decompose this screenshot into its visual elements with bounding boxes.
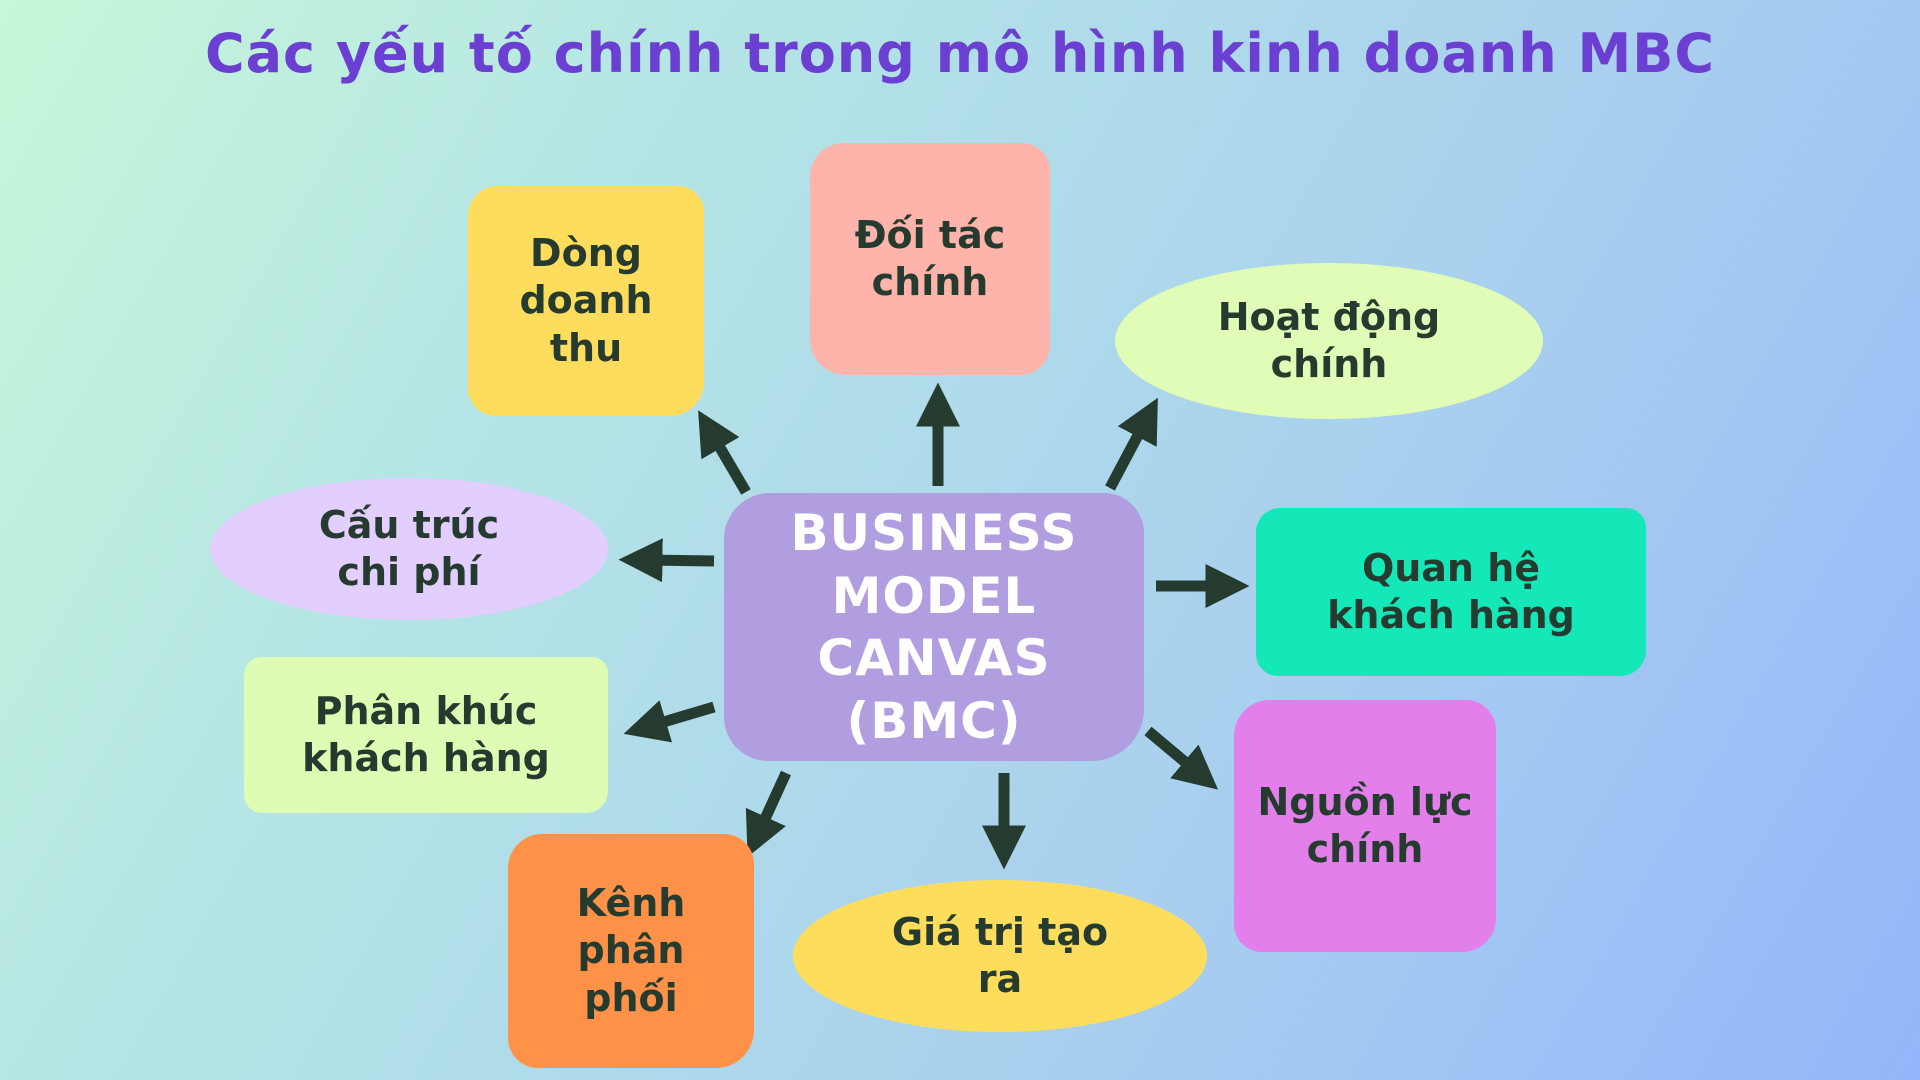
diagram-title: Các yếu tố chính trong mô hình kinh doan… (204, 22, 1716, 85)
center-line-2: MODEL CANVAS (817, 566, 1051, 688)
node-label-line: phối (584, 975, 678, 1020)
node-label-line: Quan hệ (1361, 545, 1541, 590)
center-line-1: BUSINESS (790, 504, 1078, 562)
node-label-line: chính (1270, 342, 1388, 386)
arrow-to-key-activities (1105, 397, 1158, 491)
arrow-to-cost-structure (618, 538, 715, 583)
center-line-3: (BMC) (846, 691, 1022, 750)
arrow-to-customer-segments (623, 700, 716, 743)
node-label-line: Dòng (530, 230, 642, 275)
node-label-line: khách hàng (1327, 593, 1575, 637)
node-label-line: Kênh phân (576, 880, 686, 973)
node-label-line: chính (871, 260, 989, 304)
node-label-line: Đối tác (854, 212, 1006, 257)
arrow-to-channels (745, 770, 792, 858)
node-label-line: Giá trị tạo (891, 909, 1109, 954)
bmc-center-box: BUSINESS MODEL CANVAS (BMC) (724, 493, 1144, 761)
node-label-line: Nguồn lực (1257, 779, 1473, 824)
node-label-line: Phân khúc (314, 688, 538, 733)
node-label-line: chi phí (337, 550, 481, 594)
node-label-line: doanh thu (519, 278, 653, 370)
node-label-line: Cấu trúc (318, 502, 500, 547)
node-label-line: khách hàng (302, 736, 550, 780)
node-label-line: Hoạt động (1217, 294, 1441, 339)
arrow-to-key-resources (1144, 726, 1219, 790)
arrow-to-revenue-streams (698, 410, 751, 495)
node-label-line: chính (1306, 827, 1424, 871)
node-label-line: ra (977, 957, 1023, 1001)
